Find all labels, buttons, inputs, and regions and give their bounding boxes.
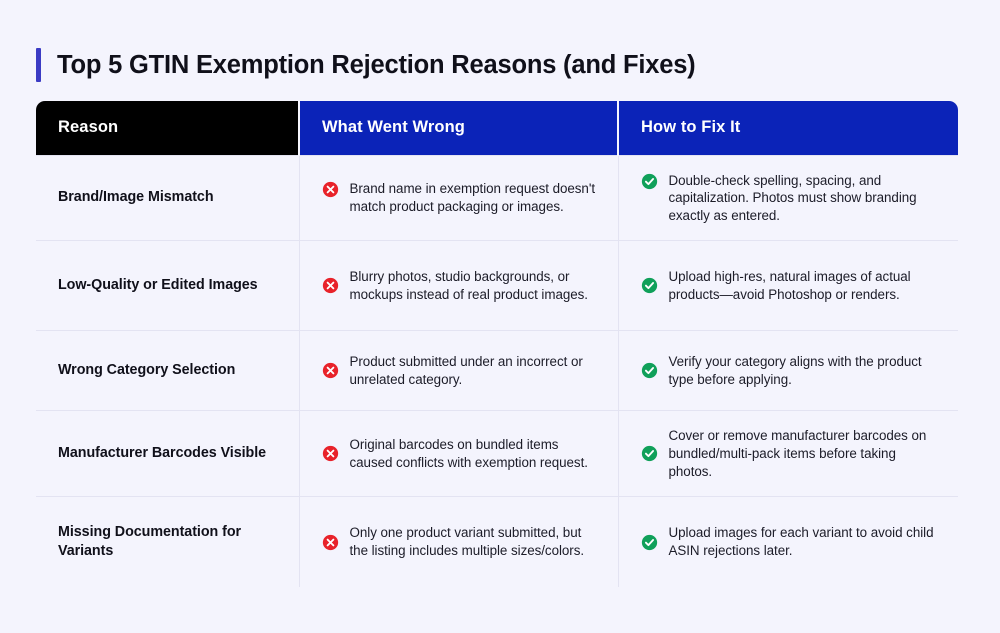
what-went-wrong-text: Only one product variant submitted, but … xyxy=(349,525,585,559)
table-row: Missing Documentation for Variants Only … xyxy=(36,496,958,587)
table-row: Wrong Category Selection Product submitt… xyxy=(36,330,958,411)
table-header: Reason What Went Wrong How to Fix It xyxy=(36,101,958,155)
cell-reason: Manufacturer Barcodes Visible xyxy=(36,410,299,497)
cell-what-went-wrong: Only one product variant submitted, but … xyxy=(298,496,618,587)
cell-reason: Low-Quality or Edited Images xyxy=(36,240,299,331)
rejection-reasons-table-wrapper: Reason What Went Wrong How to Fix It Bra… xyxy=(36,101,958,587)
table-body: Brand/Image Mismatch Brand name in exemp… xyxy=(36,154,958,587)
how-to-fix-it-text: Double-check spelling, spacing, and capi… xyxy=(668,172,917,223)
how-to-fix-it-text: Verify your category aligns with the pro… xyxy=(668,354,922,387)
column-header-what-went-wrong: What Went Wrong xyxy=(298,101,618,155)
column-header-reason: Reason xyxy=(36,101,299,155)
check-circle-icon xyxy=(641,446,657,462)
cell-how-to-fix-it: Upload high-res, natural images of actua… xyxy=(617,240,958,331)
cell-what-went-wrong: Original barcodes on bundled items cause… xyxy=(298,410,618,497)
cell-what-went-wrong: Blurry photos, studio backgrounds, or mo… xyxy=(298,240,618,331)
check-circle-icon xyxy=(641,363,657,379)
reason-label: Low-Quality or Edited Images xyxy=(58,277,258,294)
error-circle-icon xyxy=(322,363,338,379)
error-circle-icon xyxy=(322,182,338,198)
check-circle-icon xyxy=(641,173,657,189)
table-row: Manufacturer Barcodes Visible Original b… xyxy=(36,410,958,497)
check-circle-icon xyxy=(641,534,657,550)
error-circle-icon xyxy=(322,278,338,294)
error-circle-icon xyxy=(322,534,338,550)
what-went-wrong-text: Original barcodes on bundled items cause… xyxy=(349,437,588,470)
column-header-how-to-fix-it: How to Fix It xyxy=(617,101,958,155)
reason-label: Wrong Category Selection xyxy=(58,362,236,379)
what-went-wrong-text: Brand name in exemption request doesn't … xyxy=(349,181,596,214)
how-to-fix-it-text: Upload images for each variant to avoid … xyxy=(668,525,934,559)
error-circle-icon xyxy=(322,446,338,462)
table-row: Brand/Image Mismatch Brand name in exemp… xyxy=(36,154,958,241)
reason-label: Brand/Image Mismatch xyxy=(58,189,214,206)
page-title: Top 5 GTIN Exemption Rejection Reasons (… xyxy=(57,51,696,79)
table-row: Low-Quality or Edited Images Blurry phot… xyxy=(36,240,958,331)
rejection-reasons-table: Reason What Went Wrong How to Fix It Bra… xyxy=(36,101,958,587)
reason-label: Missing Documentation for Variants xyxy=(58,524,242,560)
cell-how-to-fix-it: Cover or remove manufacturer barcodes on… xyxy=(617,410,958,497)
what-went-wrong-text: Product submitted under an incorrect or … xyxy=(349,354,583,387)
title-accent-bar xyxy=(36,48,41,82)
check-circle-icon xyxy=(641,278,657,294)
cell-how-to-fix-it: Double-check spelling, spacing, and capi… xyxy=(617,154,958,241)
how-to-fix-it-text: Cover or remove manufacturer barcodes on… xyxy=(668,428,927,479)
cell-reason: Brand/Image Mismatch xyxy=(36,154,299,241)
cell-what-went-wrong: Product submitted under an incorrect or … xyxy=(298,330,618,411)
table-header-row: Reason What Went Wrong How to Fix It xyxy=(36,101,958,155)
cell-how-to-fix-it: Upload images for each variant to avoid … xyxy=(617,496,958,587)
page-title-row: Top 5 GTIN Exemption Rejection Reasons (… xyxy=(36,44,696,86)
cell-reason: Wrong Category Selection xyxy=(36,330,299,411)
cell-what-went-wrong: Brand name in exemption request doesn't … xyxy=(298,154,618,241)
cell-reason: Missing Documentation for Variants xyxy=(36,496,299,587)
cell-how-to-fix-it: Verify your category aligns with the pro… xyxy=(617,330,958,411)
how-to-fix-it-text: Upload high-res, natural images of actua… xyxy=(668,269,911,302)
reason-label: Manufacturer Barcodes Visible xyxy=(58,445,267,462)
what-went-wrong-text: Blurry photos, studio backgrounds, or mo… xyxy=(349,269,589,302)
